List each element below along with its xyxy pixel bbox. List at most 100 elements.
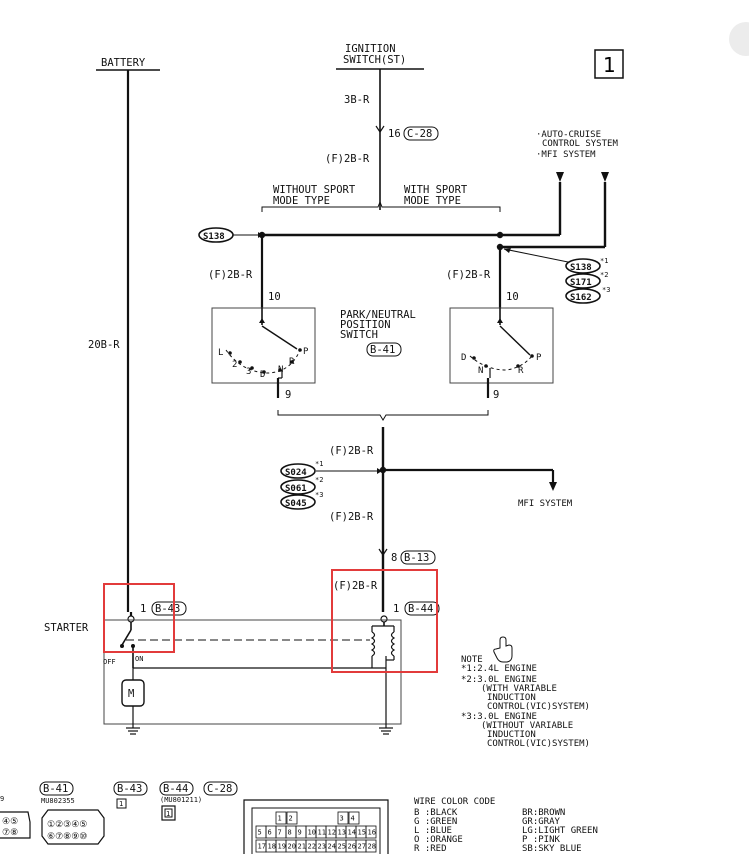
pos-P2-label: P (536, 353, 542, 363)
pos-P-label: P (303, 347, 309, 357)
note-line-5: CONTROL(VIC)SYSTEM) (487, 702, 590, 712)
wire-color-left-4: R :RED (414, 844, 447, 854)
splice-s138-left: S138 (203, 232, 225, 242)
connector-b44-label: B-44 (408, 603, 433, 615)
wire-color-code: WIRE COLOR CODE B :BLACK G :GREEN L :BLU… (414, 797, 598, 854)
c28-pin-label: 20 (288, 843, 296, 851)
connector-b43-diagram: B-43 1 (113, 781, 148, 809)
note-line-7: (WITHOUT VARIABLE (481, 721, 573, 731)
left-fragment-part: 9 (0, 795, 4, 803)
connector-b41-part: MU802355 (41, 797, 75, 805)
connector-b13-label: B-13 (404, 552, 429, 564)
wire-color-right-1: GR:GRAY (522, 817, 561, 827)
wire-color-right-4: SB:SKY BLUE (522, 844, 582, 854)
pos-N-label: N (278, 365, 283, 375)
wire-color-right-2: LG:LIGHT GREEN (522, 826, 598, 836)
pin-10-left: 10 (268, 291, 281, 303)
c28-pin-label: 26 (348, 843, 356, 851)
page-number-box: 1 (594, 49, 624, 79)
left-fragment-row-2: ⑦⑧ (2, 828, 18, 838)
pns-label-3: SWITCH (340, 329, 378, 341)
c28-pin-label: 14 (348, 829, 356, 837)
connector-b43-title: B-43 (117, 783, 142, 795)
connector-b44-title: B-44 (163, 783, 188, 795)
wire-f2br-low-label: (F)2B-R (329, 511, 374, 523)
c28-pin-label: 16 (368, 829, 376, 837)
without-sport-label-1: WITHOUT SPORT (273, 184, 356, 196)
wire-color-code-title: WIRE COLOR CODE (414, 797, 495, 807)
wire-color-left-0: B :BLACK (414, 808, 458, 818)
pin-9-left: 9 (285, 389, 291, 401)
starter-label: STARTER (44, 622, 89, 634)
c28-pin-label: 5 (258, 829, 262, 837)
wire-f2br-bottom-label: (F)2B-R (333, 580, 378, 592)
c28-pin-label: 6 (268, 829, 272, 837)
pos-R2-label: R (518, 366, 524, 376)
mark-1-right: *1 (600, 257, 608, 265)
note-line-3: (WITH VARIABLE (481, 684, 557, 694)
c28-pin-label: 23 (318, 843, 326, 851)
mark-3-right: *3 (602, 286, 610, 294)
c28-pin-label: 18 (268, 843, 276, 851)
wire-3b-r-label: 3B-R (344, 94, 370, 106)
note-line-4: INDUCTION (487, 693, 536, 703)
pns-switch-right (449, 307, 554, 384)
pos-D-label: D (260, 370, 265, 380)
pull-in-coil-icon (370, 631, 376, 657)
connector-b41-label: B-41 (370, 344, 395, 356)
connector-c28-title: C-28 (207, 783, 232, 795)
c28-pin-label: 19 (278, 843, 286, 851)
scroll-hint-icon[interactable] (729, 22, 749, 56)
wire-f2br-mid-label: (F)2B-R (329, 445, 374, 457)
pin-8-label: 8 (391, 552, 397, 564)
note-line-9: CONTROL(VIC)SYSTEM) (487, 739, 590, 749)
wire-f2br-left-label: (F)2B-R (208, 269, 253, 281)
pos-N2-label: N (478, 366, 483, 376)
mark-3-mid: *3 (315, 491, 323, 499)
wire-color-left-3: O :ORANGE (414, 835, 463, 845)
note-line-1: *1:2.4L ENGINE (461, 664, 537, 674)
wire-color-left-1: G :GREEN (414, 817, 457, 827)
wire-f2br-top-label: (F)2B-R (325, 153, 370, 165)
pos-3-label: 3 (246, 367, 251, 377)
ignition-label-2: SWITCH(ST) (343, 54, 406, 66)
auto-cruise-label-2: CONTROL SYSTEM (542, 139, 618, 149)
motor-label: M (128, 688, 134, 700)
c28-pin-cell (286, 811, 298, 825)
c28-pin-label: 13 (338, 829, 346, 837)
battery-label: BATTERY (101, 57, 146, 69)
connector-b41-row-1: ①②③④⑤ (47, 820, 87, 830)
pin-1-left: 1 (140, 603, 146, 615)
connector-b41-row-2: ⑥⑦⑧⑨⑩ (47, 832, 87, 842)
c28-pin-label: 1 (278, 815, 282, 823)
hold-in-coil-icon (390, 631, 396, 657)
note-title: NOTE (461, 655, 483, 665)
c28-pin-label: 21 (298, 843, 306, 851)
c28-pin-cell (348, 811, 360, 825)
note-block: NOTE *1:2.4L ENGINE *2:3.0L ENGINE (WITH… (461, 655, 590, 749)
wire-f2br-right-label: (F)2B-R (446, 269, 491, 281)
c28-pin-label: 10 (308, 829, 316, 837)
c28-pin-label: 4 (351, 815, 355, 823)
c28-pin-label: 27 (358, 843, 366, 851)
splice-s061: S061 (285, 484, 307, 494)
highlight-box-b43 (103, 583, 175, 653)
c28-pin-label: 11 (318, 829, 326, 837)
highlight-box-b44 (331, 569, 438, 673)
c28-pin-label: 8 (288, 829, 292, 837)
pns-label-2: POSITION (340, 319, 391, 331)
c28-pin-label: 15 (358, 829, 366, 837)
c28-pin-cell (365, 825, 377, 839)
splice-s162: S162 (570, 293, 592, 303)
c28-pin-cell (275, 811, 287, 825)
note-line-6: *3:3.0L ENGINE (461, 712, 537, 722)
c28-pin-label: 24 (328, 843, 336, 851)
connector-b44-diagram: B-44 (MU801211) 1 (159, 781, 202, 821)
pos-2-label: 2 (232, 360, 237, 370)
c28-pin-label: 25 (338, 843, 346, 851)
mark-2-mid: *2 (315, 476, 323, 484)
mark-2-right: *2 (600, 271, 608, 279)
pin-1-right: 1 (393, 603, 399, 615)
